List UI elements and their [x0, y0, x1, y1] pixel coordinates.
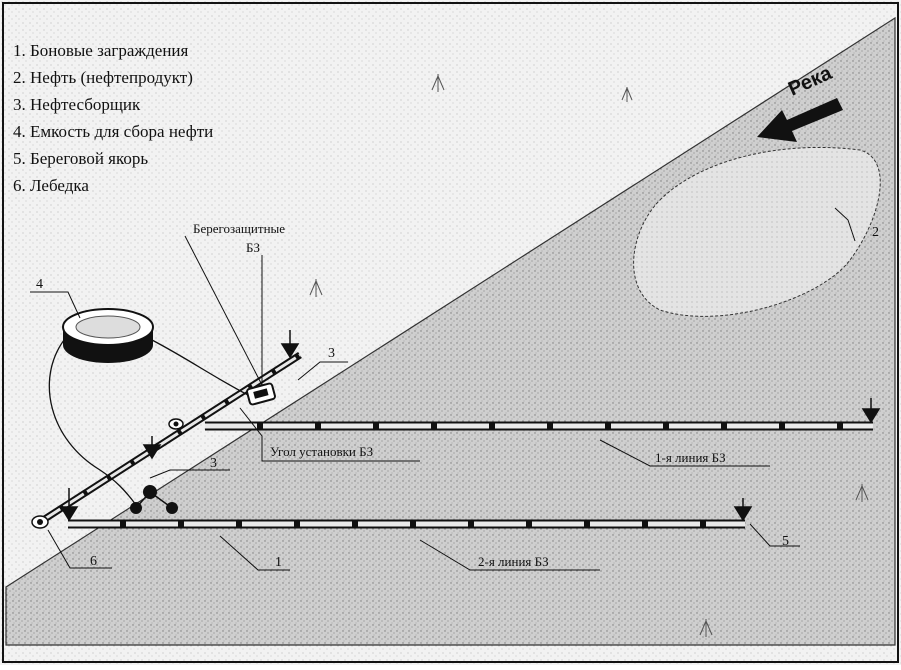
- winch-icon: [31, 515, 49, 529]
- skimmer-icon: [246, 382, 276, 406]
- legend-item-6: 6. Лебедка: [13, 176, 89, 195]
- skimmer-icon: [130, 485, 178, 514]
- anchor-icon: [861, 398, 881, 424]
- oil-spill: [633, 147, 881, 317]
- anchor-icon: [59, 488, 79, 522]
- legend-item-5: 5. Береговой якорь: [13, 149, 148, 168]
- callout-1: 1: [275, 555, 282, 570]
- tank-icon: [62, 308, 154, 363]
- callout-5: 5: [782, 534, 789, 549]
- callout-3-bottom: 3: [210, 456, 217, 471]
- anchor-icon: [142, 436, 162, 460]
- callout-3-top: 3: [328, 346, 335, 361]
- legend-item-4: 4. Емкость для сбора нефти: [13, 122, 213, 141]
- legend-item-1: 1. Боновые заграждения: [13, 41, 189, 60]
- river-area: [5, 16, 896, 646]
- grass-icon: [309, 74, 869, 637]
- callout-2: 2: [872, 225, 879, 240]
- shore-boom: [38, 352, 302, 525]
- anchor-icon: [280, 330, 300, 359]
- hose: [48, 339, 137, 506]
- install-angle-label: Угол установки БЗ: [270, 444, 373, 459]
- callout-6: 6: [90, 554, 97, 569]
- hose: [151, 339, 249, 396]
- arrow-river-icon: [757, 98, 843, 142]
- legend: 1. Боновые заграждения 2. Нефть (нефтепр…: [13, 41, 213, 195]
- line-2-label: 2-я линия БЗ: [478, 554, 549, 569]
- winch-icon: [168, 418, 184, 430]
- anchor-icon: [733, 498, 753, 522]
- line-1-label: 1-я линия БЗ: [655, 450, 726, 465]
- legend-item-3: 3. Нефтесборщик: [13, 95, 141, 114]
- shore-protective-label: Берегозащитные: [193, 221, 285, 236]
- leader-lines: [30, 207, 856, 571]
- shore-protective-abbr: БЗ: [246, 240, 260, 255]
- callout-4: 4: [36, 277, 43, 292]
- legend-item-2: 2. Нефть (нефтепродукт): [13, 68, 193, 87]
